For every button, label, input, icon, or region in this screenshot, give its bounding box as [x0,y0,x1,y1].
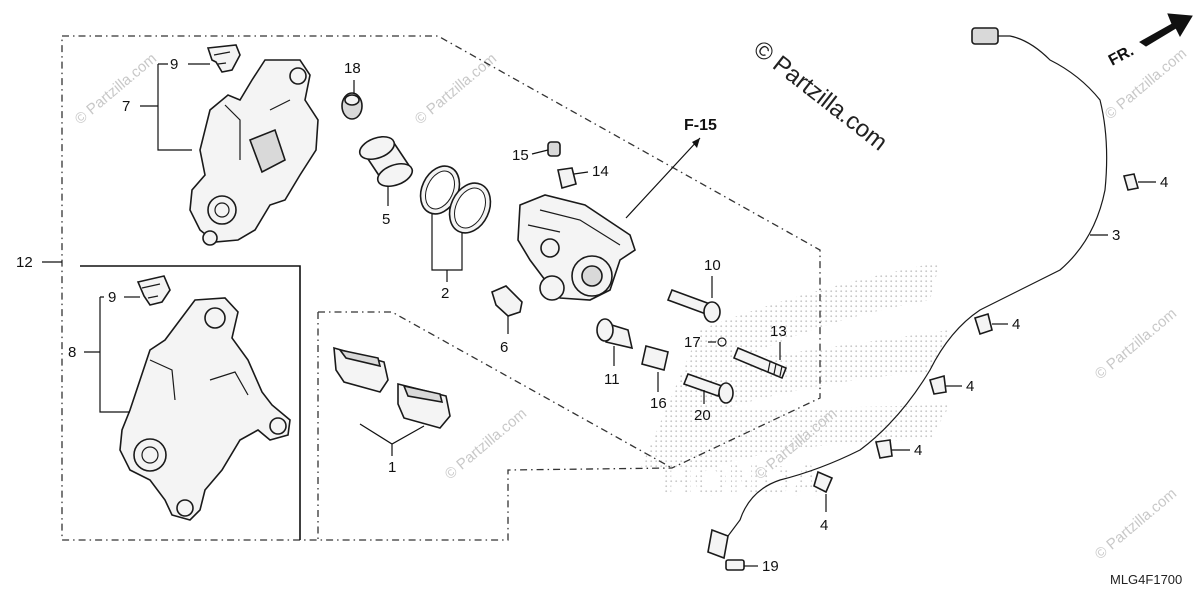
honda-wordmark: HONDA [662,456,823,505]
callout-12: 12 [16,254,33,271]
caliper-bracket-8 [119,297,291,521]
callout-6: 6 [500,339,508,356]
pad-spring-6 [491,285,523,317]
callout-10: 10 [704,257,721,274]
callout-2: 2 [441,285,449,302]
callout-4: 4 [1160,174,1168,191]
cap-18 [341,92,363,120]
honda-wing-watermark: HONDA [640,262,950,505]
clamp-4d [875,439,893,459]
callouts: 12 9 7 9 8 18 5 2 15 14 6 1 [16,56,1168,575]
wheel-speed-sensor-3 [707,27,1108,560]
assembly-12-frame [61,35,821,541]
callout-5: 5 [382,211,390,228]
watermark-text: © Partzilla.com [1092,305,1180,383]
bolt-19 [725,559,745,571]
piston-seal-2b [448,182,492,234]
caliper-body [517,194,636,301]
watermark-text: © Partzilla.com [1092,485,1180,563]
bracket-8-frame [80,265,301,540]
callout-4: 4 [914,442,922,459]
brake-pad-1b [397,382,451,429]
clamp-4b [973,312,993,336]
callout-7: 7 [122,98,130,115]
callout-4: 4 [966,378,974,395]
bolt-20 [682,372,734,404]
boot-9-upper [206,44,241,73]
copyright-text: © Partzilla.com [748,35,892,156]
clamp-4c [929,374,947,395]
reference-f15: F-15 [625,117,717,219]
callout-1: 1 [388,459,396,476]
bleed-valve-14 [557,167,577,190]
piston-seal-2a [419,165,461,215]
callout-17: 17 [684,334,701,351]
watermark-text: © Partzilla.com [442,405,530,483]
piston-5 [358,135,414,188]
diagram-code: MLG4F1700 [1110,572,1182,587]
reference-label: F-15 [684,117,717,134]
caliper-bracket-7 [189,59,319,246]
o-ring-17 [717,337,727,347]
caliper-pin-10 [666,288,721,323]
clamp-4a [1122,173,1140,191]
callout-9: 9 [170,56,178,73]
callout-13: 13 [770,323,787,340]
callout-16: 16 [650,395,667,412]
pin-boot-11 [596,318,634,350]
callout-8: 8 [68,344,76,361]
front-direction-label: FR. [1106,42,1137,69]
callout-9-lower: 9 [108,289,116,306]
clamp-4e [813,470,834,494]
sleeve-16 [641,345,669,371]
callout-15: 15 [512,147,529,164]
pad-pin-13 [732,346,788,380]
callout-4: 4 [1012,316,1020,333]
callout-4: 4 [820,517,828,534]
boot-9-lower [136,275,171,306]
callout-3: 3 [1112,227,1120,244]
watermark-text: © Partzilla.com [72,50,160,128]
callout-11: 11 [604,371,620,388]
callout-18: 18 [344,60,361,77]
callout-14: 14 [592,163,609,180]
watermark-text: © Partzilla.com [412,50,500,128]
bleed-valve-cap-15 [547,141,561,157]
brake-pad-1a [333,346,389,393]
callout-19: 19 [762,558,779,575]
callout-20: 20 [694,407,711,424]
